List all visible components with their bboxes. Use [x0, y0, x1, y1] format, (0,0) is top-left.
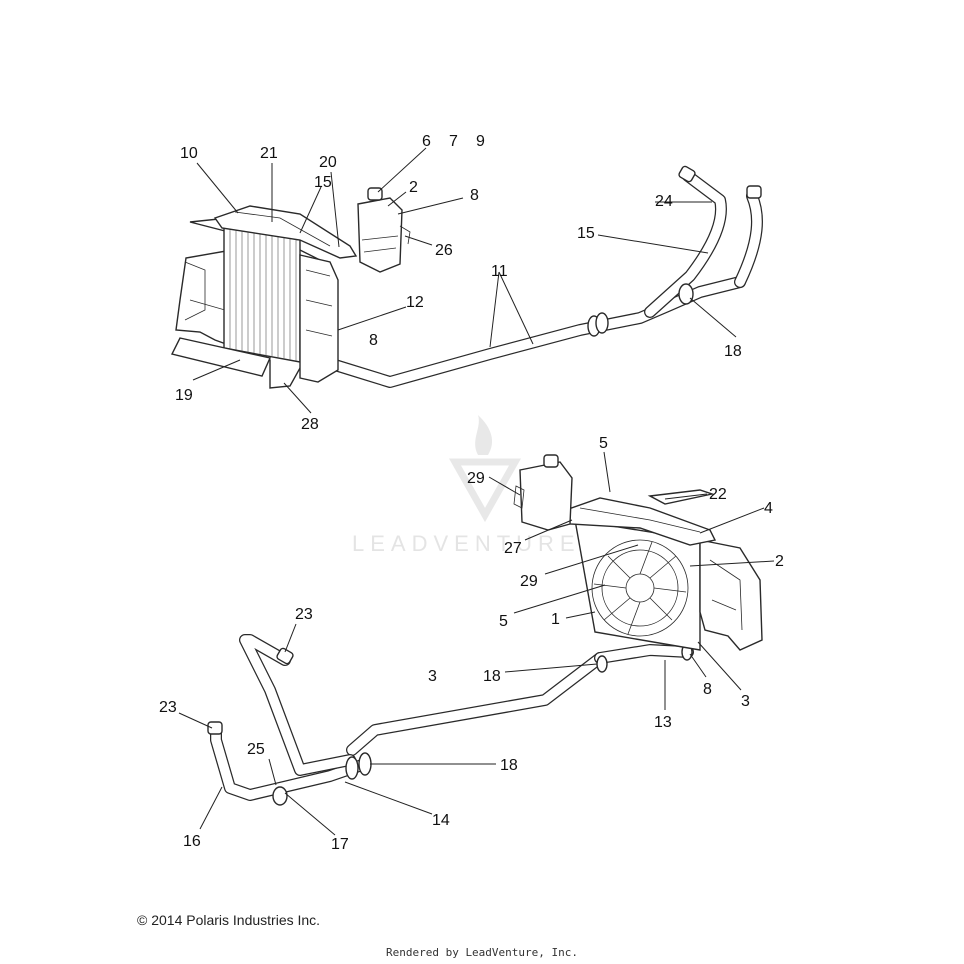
callout-6: 6 [422, 133, 431, 150]
watermark-text: LEADVENTURE [352, 531, 581, 556]
callout-29-b: 29 [520, 573, 538, 590]
callout-9: 9 [476, 133, 485, 150]
callout-18-a: 18 [724, 343, 742, 360]
callout-21: 21 [260, 145, 278, 162]
callout-24: 24 [655, 193, 673, 210]
callout-22: 22 [709, 486, 727, 503]
leader-lines [178, 147, 775, 836]
callout-labels: 6 7 9 10 21 20 15 2 8 26 24 15 11 12 8 1… [159, 133, 784, 853]
hose-3 [346, 644, 694, 756]
reservoir-tank-bottom [513, 454, 573, 531]
callout-12: 12 [406, 294, 424, 311]
callout-2-a: 2 [409, 179, 418, 196]
radiator-top-bracket [213, 205, 358, 259]
callout-3-a: 3 [428, 668, 437, 685]
copyright-text: © 2014 Polaris Industries Inc. [137, 912, 321, 928]
callout-14: 14 [432, 812, 450, 829]
hose-clamp-18-top [587, 283, 694, 337]
callout-29-a: 29 [467, 470, 485, 487]
bottom-radiator-assembly [207, 454, 763, 806]
callout-23-a: 23 [295, 606, 313, 623]
callout-5-b: 5 [499, 613, 508, 630]
callout-11: 11 [491, 263, 508, 280]
radiator-side-tank [299, 254, 339, 383]
callout-10: 10 [180, 145, 198, 162]
radiator-side-bracket-right [699, 539, 763, 651]
callout-8-a: 8 [470, 187, 479, 204]
callout-18-b: 18 [483, 668, 501, 685]
callout-17: 17 [331, 836, 349, 853]
reservoir-tank-top [357, 187, 411, 273]
callout-8-b: 8 [369, 332, 378, 349]
callout-18-c: 18 [500, 757, 518, 774]
callout-19: 19 [175, 387, 193, 404]
callout-20: 20 [319, 154, 337, 171]
callout-2-b: 2 [775, 553, 784, 570]
cooling-fan [591, 539, 689, 637]
callout-1: 1 [551, 611, 560, 628]
callout-15-b: 15 [577, 225, 595, 242]
hose-15-24 [644, 165, 727, 318]
radiator-base-plate [170, 337, 271, 377]
watermark-logo [448, 415, 522, 523]
callout-25: 25 [247, 741, 265, 758]
callout-27: 27 [504, 540, 522, 557]
callout-26: 26 [435, 242, 453, 259]
hose-14 [207, 634, 368, 801]
callout-5-a: 5 [599, 435, 608, 452]
callout-8-c: 8 [703, 681, 712, 698]
callout-28: 28 [301, 416, 319, 433]
callout-7: 7 [449, 133, 458, 150]
callout-4: 4 [764, 500, 773, 517]
rendered-by-text: Rendered by LeadVenture, Inc. [385, 946, 579, 959]
top-radiator-assembly [170, 165, 763, 389]
callout-16: 16 [183, 833, 201, 850]
callout-23-b: 23 [159, 699, 177, 716]
callout-13: 13 [654, 714, 672, 731]
radiator-top-bracket-bottom [558, 497, 717, 546]
radiator-core-top [223, 225, 301, 363]
callout-15-a: 15 [314, 174, 332, 191]
callout-3-b: 3 [741, 693, 750, 710]
